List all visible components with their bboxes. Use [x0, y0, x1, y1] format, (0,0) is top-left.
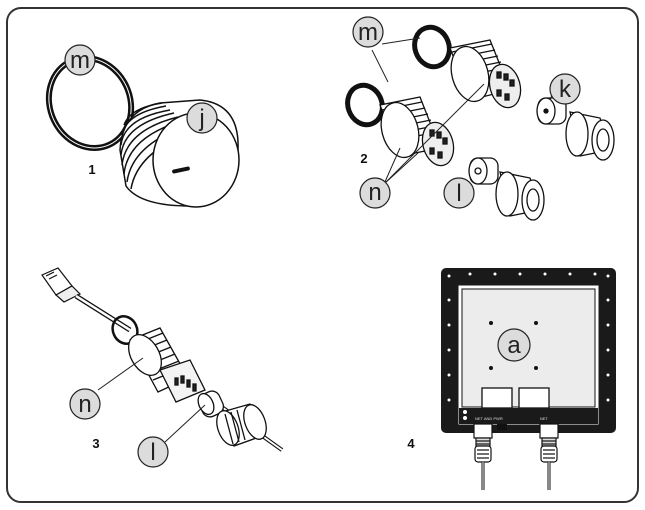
rj45-plug [41, 267, 82, 303]
figure-frame [6, 7, 639, 503]
device-connector-left [473, 423, 493, 490]
panel-2: m k n l 2 [345, 16, 615, 221]
callout-j: j [186, 102, 218, 134]
callout-n-3-label: n [78, 391, 91, 418]
connector-3 [127, 327, 206, 403]
callout-l-3: l [137, 436, 169, 468]
panel-number-1: 1 [88, 162, 95, 177]
callout-j-label: j [198, 105, 204, 132]
panel-1: m j 1 [45, 44, 240, 208]
nut-lower [495, 171, 545, 221]
callout-n-2: n [359, 177, 391, 209]
o-ring-m-2b [345, 82, 385, 128]
callout-l-3-label: l [150, 439, 155, 466]
cap-plug-j [119, 99, 240, 208]
panel-4: NET AND PWR NET a 4 [407, 268, 616, 490]
callout-a-label: a [507, 332, 521, 359]
device-label-left: NET AND PWR [475, 416, 503, 421]
o-ring-m-2a [412, 24, 452, 70]
callout-n-2-label: n [368, 179, 381, 206]
callout-m-1: m [64, 44, 96, 76]
panel-3: n l 3 [41, 267, 284, 468]
seal-l-2 [468, 157, 499, 185]
seal-k [536, 97, 567, 125]
panel-number-4: 4 [407, 436, 415, 451]
nut-3 [216, 403, 267, 447]
callout-n-3: n [69, 388, 101, 420]
device-label-right: NET [540, 416, 549, 421]
callout-m-2-label: m [358, 19, 378, 46]
panel-number-3: 3 [92, 436, 99, 451]
panel-number-2: 2 [360, 151, 367, 166]
callout-m-2: m [352, 16, 384, 48]
connector-lower [379, 96, 455, 167]
callout-k: k [549, 73, 581, 105]
device-connector-right [539, 423, 559, 490]
callout-a: a [497, 328, 531, 362]
callout-l-2-label: l [456, 180, 461, 207]
nut-upper [565, 111, 615, 161]
callout-l-2: l [443, 177, 475, 209]
callout-k-label: k [559, 76, 572, 103]
connector-upper [449, 39, 522, 109]
callout-m-1-label: m [70, 47, 90, 74]
